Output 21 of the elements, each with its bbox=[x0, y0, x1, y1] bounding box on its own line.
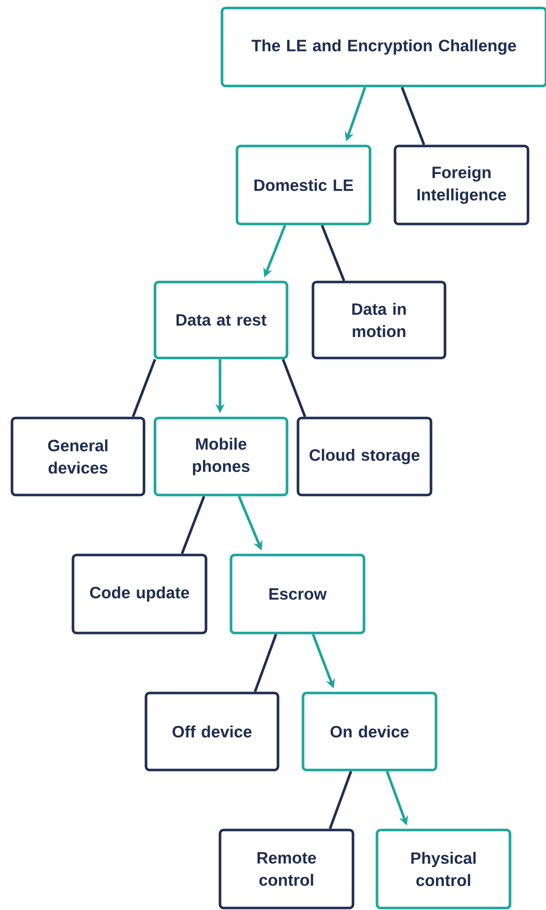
topic-box: Remote control bbox=[218, 828, 354, 910]
topic-box: Off device bbox=[144, 692, 280, 772]
topic-box: Code update bbox=[72, 554, 208, 634]
topic-box: Foreign Intelligence bbox=[394, 144, 530, 226]
topic-box: Data in motion bbox=[312, 280, 446, 360]
connector-line bbox=[320, 224, 346, 282]
topic-box: Cloud storage bbox=[296, 416, 432, 496]
topic-box: General devices bbox=[10, 416, 146, 496]
topic-box: Data at rest bbox=[154, 280, 288, 360]
topic-box: Physical control bbox=[376, 828, 512, 910]
connector-line bbox=[180, 496, 206, 554]
topic-box: Escrow bbox=[230, 554, 366, 634]
connector-line bbox=[254, 634, 278, 692]
connector-line bbox=[282, 358, 306, 418]
topic-box: Domestic LE bbox=[236, 144, 372, 226]
connector-line bbox=[132, 358, 156, 418]
topic-box: Mobile phones bbox=[154, 416, 288, 496]
connector-line bbox=[400, 86, 426, 146]
topic-box: On device bbox=[302, 692, 438, 772]
title-box: The LE and Encryption Challenge bbox=[220, 6, 546, 88]
connector-line bbox=[328, 770, 352, 830]
